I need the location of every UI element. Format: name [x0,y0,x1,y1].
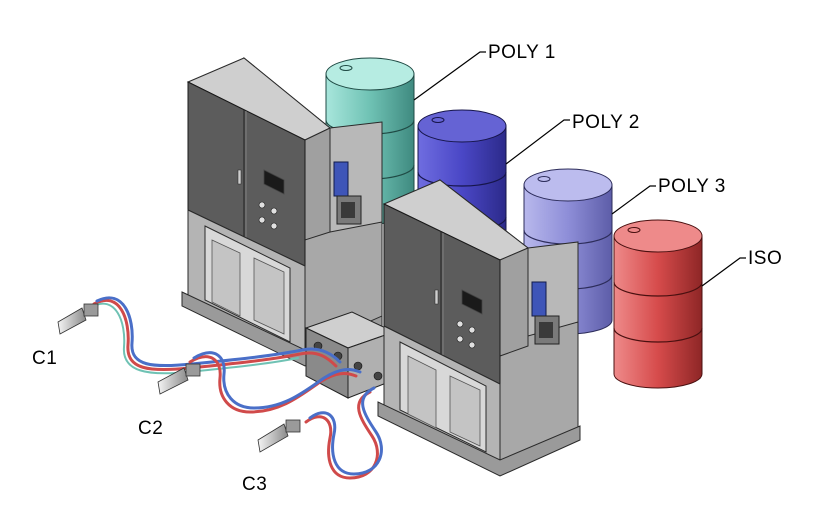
label-poly3: POLY 3 [658,176,726,197]
spray-gun-icon [157,363,201,395]
drum-iso [613,219,703,389]
leader-lines [413,51,746,287]
label-poly1: POLY 1 [488,42,556,63]
label-c2: C2 [138,418,163,439]
spray-gun-icon [57,303,99,335]
label-iso: ISO [748,248,782,269]
hose-manifold [304,311,396,399]
cabinet-unit-2 [377,178,581,477]
spray-gun-icon [257,419,301,453]
label-poly2: POLY 2 [572,112,640,133]
label-c1: C1 [32,348,57,369]
label-c3: C3 [242,474,267,495]
